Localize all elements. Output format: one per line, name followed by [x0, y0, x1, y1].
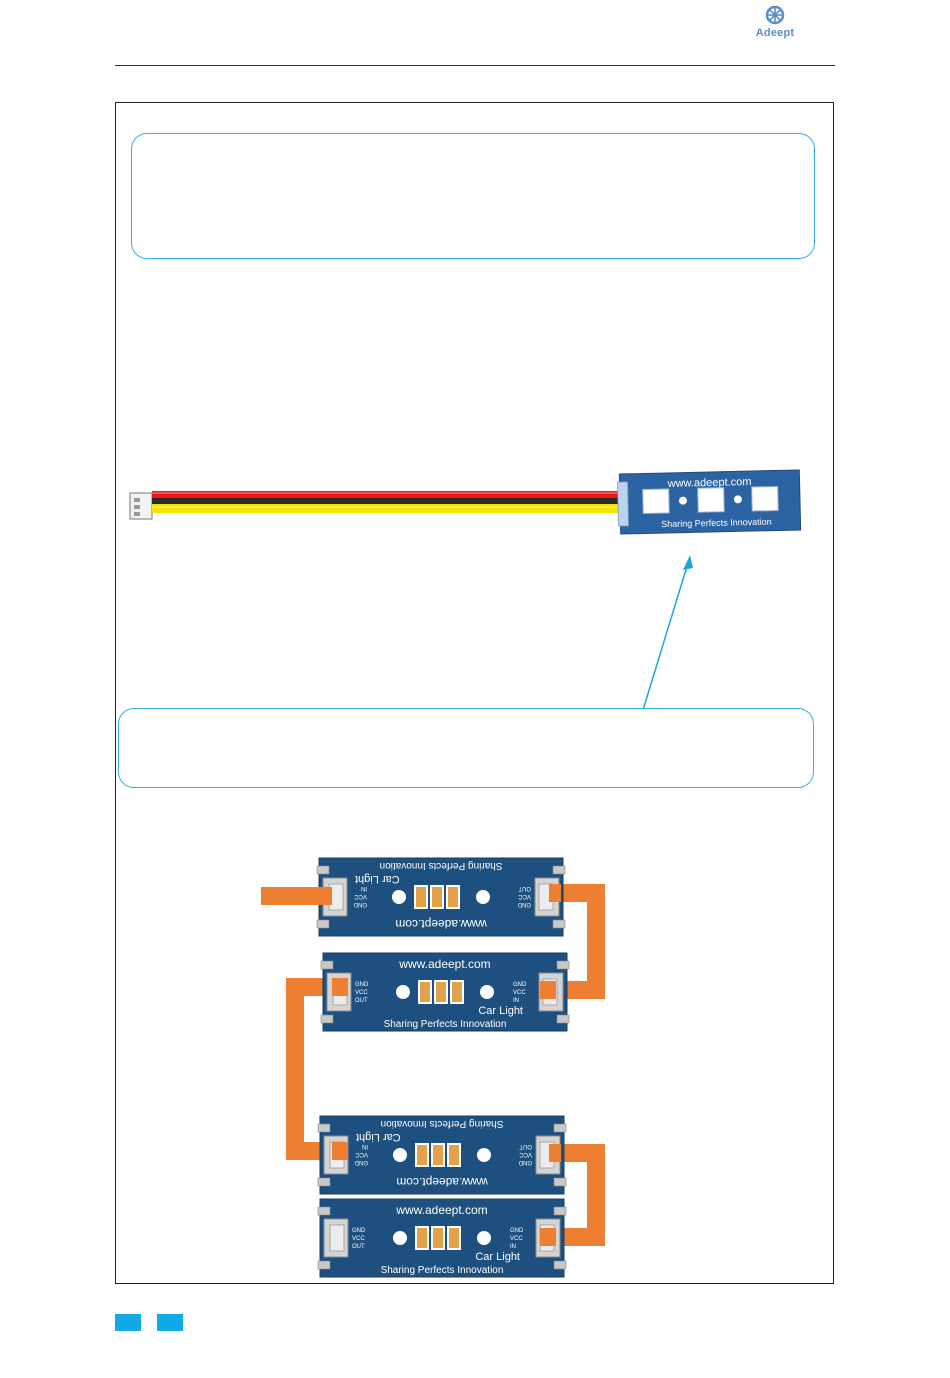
wire-black: [152, 498, 622, 504]
link-wire-2: [286, 978, 339, 1160]
module-led: [697, 487, 725, 513]
link-wire-3: [549, 1144, 605, 1246]
wiring-diagram: www.adeept.com Car Light Sharing Perfect…: [261, 857, 605, 1278]
footer-marker-right: [157, 1314, 183, 1331]
header-divider: [115, 65, 835, 66]
svg-text:Sharing Perfects Innovation: Sharing Perfects Innovation: [384, 1019, 507, 1030]
svg-text:Car Light: Car Light: [355, 873, 400, 885]
svg-text:Car Light: Car Light: [478, 1005, 523, 1017]
svg-text:GND: GND: [510, 1228, 524, 1234]
svg-text:GND: GND: [355, 982, 369, 988]
footer-marker-left: [115, 1314, 141, 1331]
svg-text:GND: GND: [517, 901, 531, 907]
svg-text:Sharing Perfects Innovation: Sharing Perfects Innovation: [381, 1265, 504, 1276]
module-slogan: Sharing Perfects Innovation: [661, 517, 772, 530]
car-light-board: www.adeept.com Car Light Sharing Perfect…: [317, 1115, 567, 1195]
note-box-top: [131, 133, 815, 259]
svg-text:VCC: VCC: [355, 990, 368, 996]
svg-text:www.adeept.com: www.adeept.com: [395, 1203, 487, 1217]
svg-text:IN: IN: [510, 1244, 516, 1250]
content-frame: [115, 102, 834, 1284]
module-led: [642, 488, 670, 515]
svg-text:GND: GND: [353, 901, 367, 907]
brand-logo: Adeept: [752, 4, 798, 42]
svg-text:www.adeept.com: www.adeept.com: [398, 957, 490, 971]
svg-text:www.adeept.com: www.adeept.com: [395, 917, 487, 931]
svg-text:VCC: VCC: [519, 1151, 532, 1157]
svg-text:GND: GND: [518, 1159, 532, 1165]
car-light-board: www.adeept.com Car Light Sharing Perfect…: [320, 952, 570, 1032]
module-led: [751, 485, 779, 512]
svg-text:VCC: VCC: [513, 990, 526, 996]
brand-name: Adeept: [755, 27, 795, 39]
svg-text:GND: GND: [354, 1159, 368, 1165]
svg-text:VCC: VCC: [510, 1236, 523, 1242]
svg-text:Car Light: Car Light: [475, 1251, 520, 1263]
svg-text:OUT: OUT: [518, 885, 531, 891]
svg-text:OUT: OUT: [352, 1244, 365, 1250]
car-light-board: www.adeept.com Car Light Sharing Perfect…: [317, 1198, 567, 1278]
wire-red: [152, 491, 622, 498]
svg-text:www.adeept.com: www.adeept.com: [396, 1175, 488, 1189]
svg-text:IN: IN: [362, 1143, 368, 1149]
svg-text:VCC: VCC: [354, 893, 367, 899]
svg-text:VCC: VCC: [352, 1236, 365, 1242]
svg-text:IN: IN: [513, 998, 519, 1004]
wire-yellow: [152, 504, 622, 513]
svg-text:IN: IN: [361, 885, 367, 891]
led-module-photo: www.adeept.com Sharing Perfects Innovati…: [129, 469, 802, 535]
pointer-arrow: [642, 555, 693, 711]
svg-text:Car Light: Car Light: [356, 1131, 401, 1143]
note-box-bottom: [118, 708, 814, 788]
adeept-wheel-icon: [765, 5, 785, 25]
link-wire-1: [549, 884, 605, 999]
svg-text:GND: GND: [352, 1228, 366, 1234]
svg-text:VCC: VCC: [355, 1151, 368, 1157]
svg-text:VCC: VCC: [518, 893, 531, 899]
svg-text:Sharing Perfects Innovation: Sharing Perfects Innovation: [380, 860, 503, 871]
svg-text:GND: GND: [513, 982, 527, 988]
svg-text:Sharing Perfects Innovation: Sharing Perfects Innovation: [381, 1118, 504, 1129]
svg-text:OUT: OUT: [519, 1143, 532, 1149]
svg-text:OUT: OUT: [355, 998, 368, 1004]
car-light-board: www.adeept.com Car Light Sharing Perfect…: [316, 857, 566, 937]
jst-connector: [129, 492, 153, 520]
module-url: www.adeept.com: [667, 476, 752, 490]
